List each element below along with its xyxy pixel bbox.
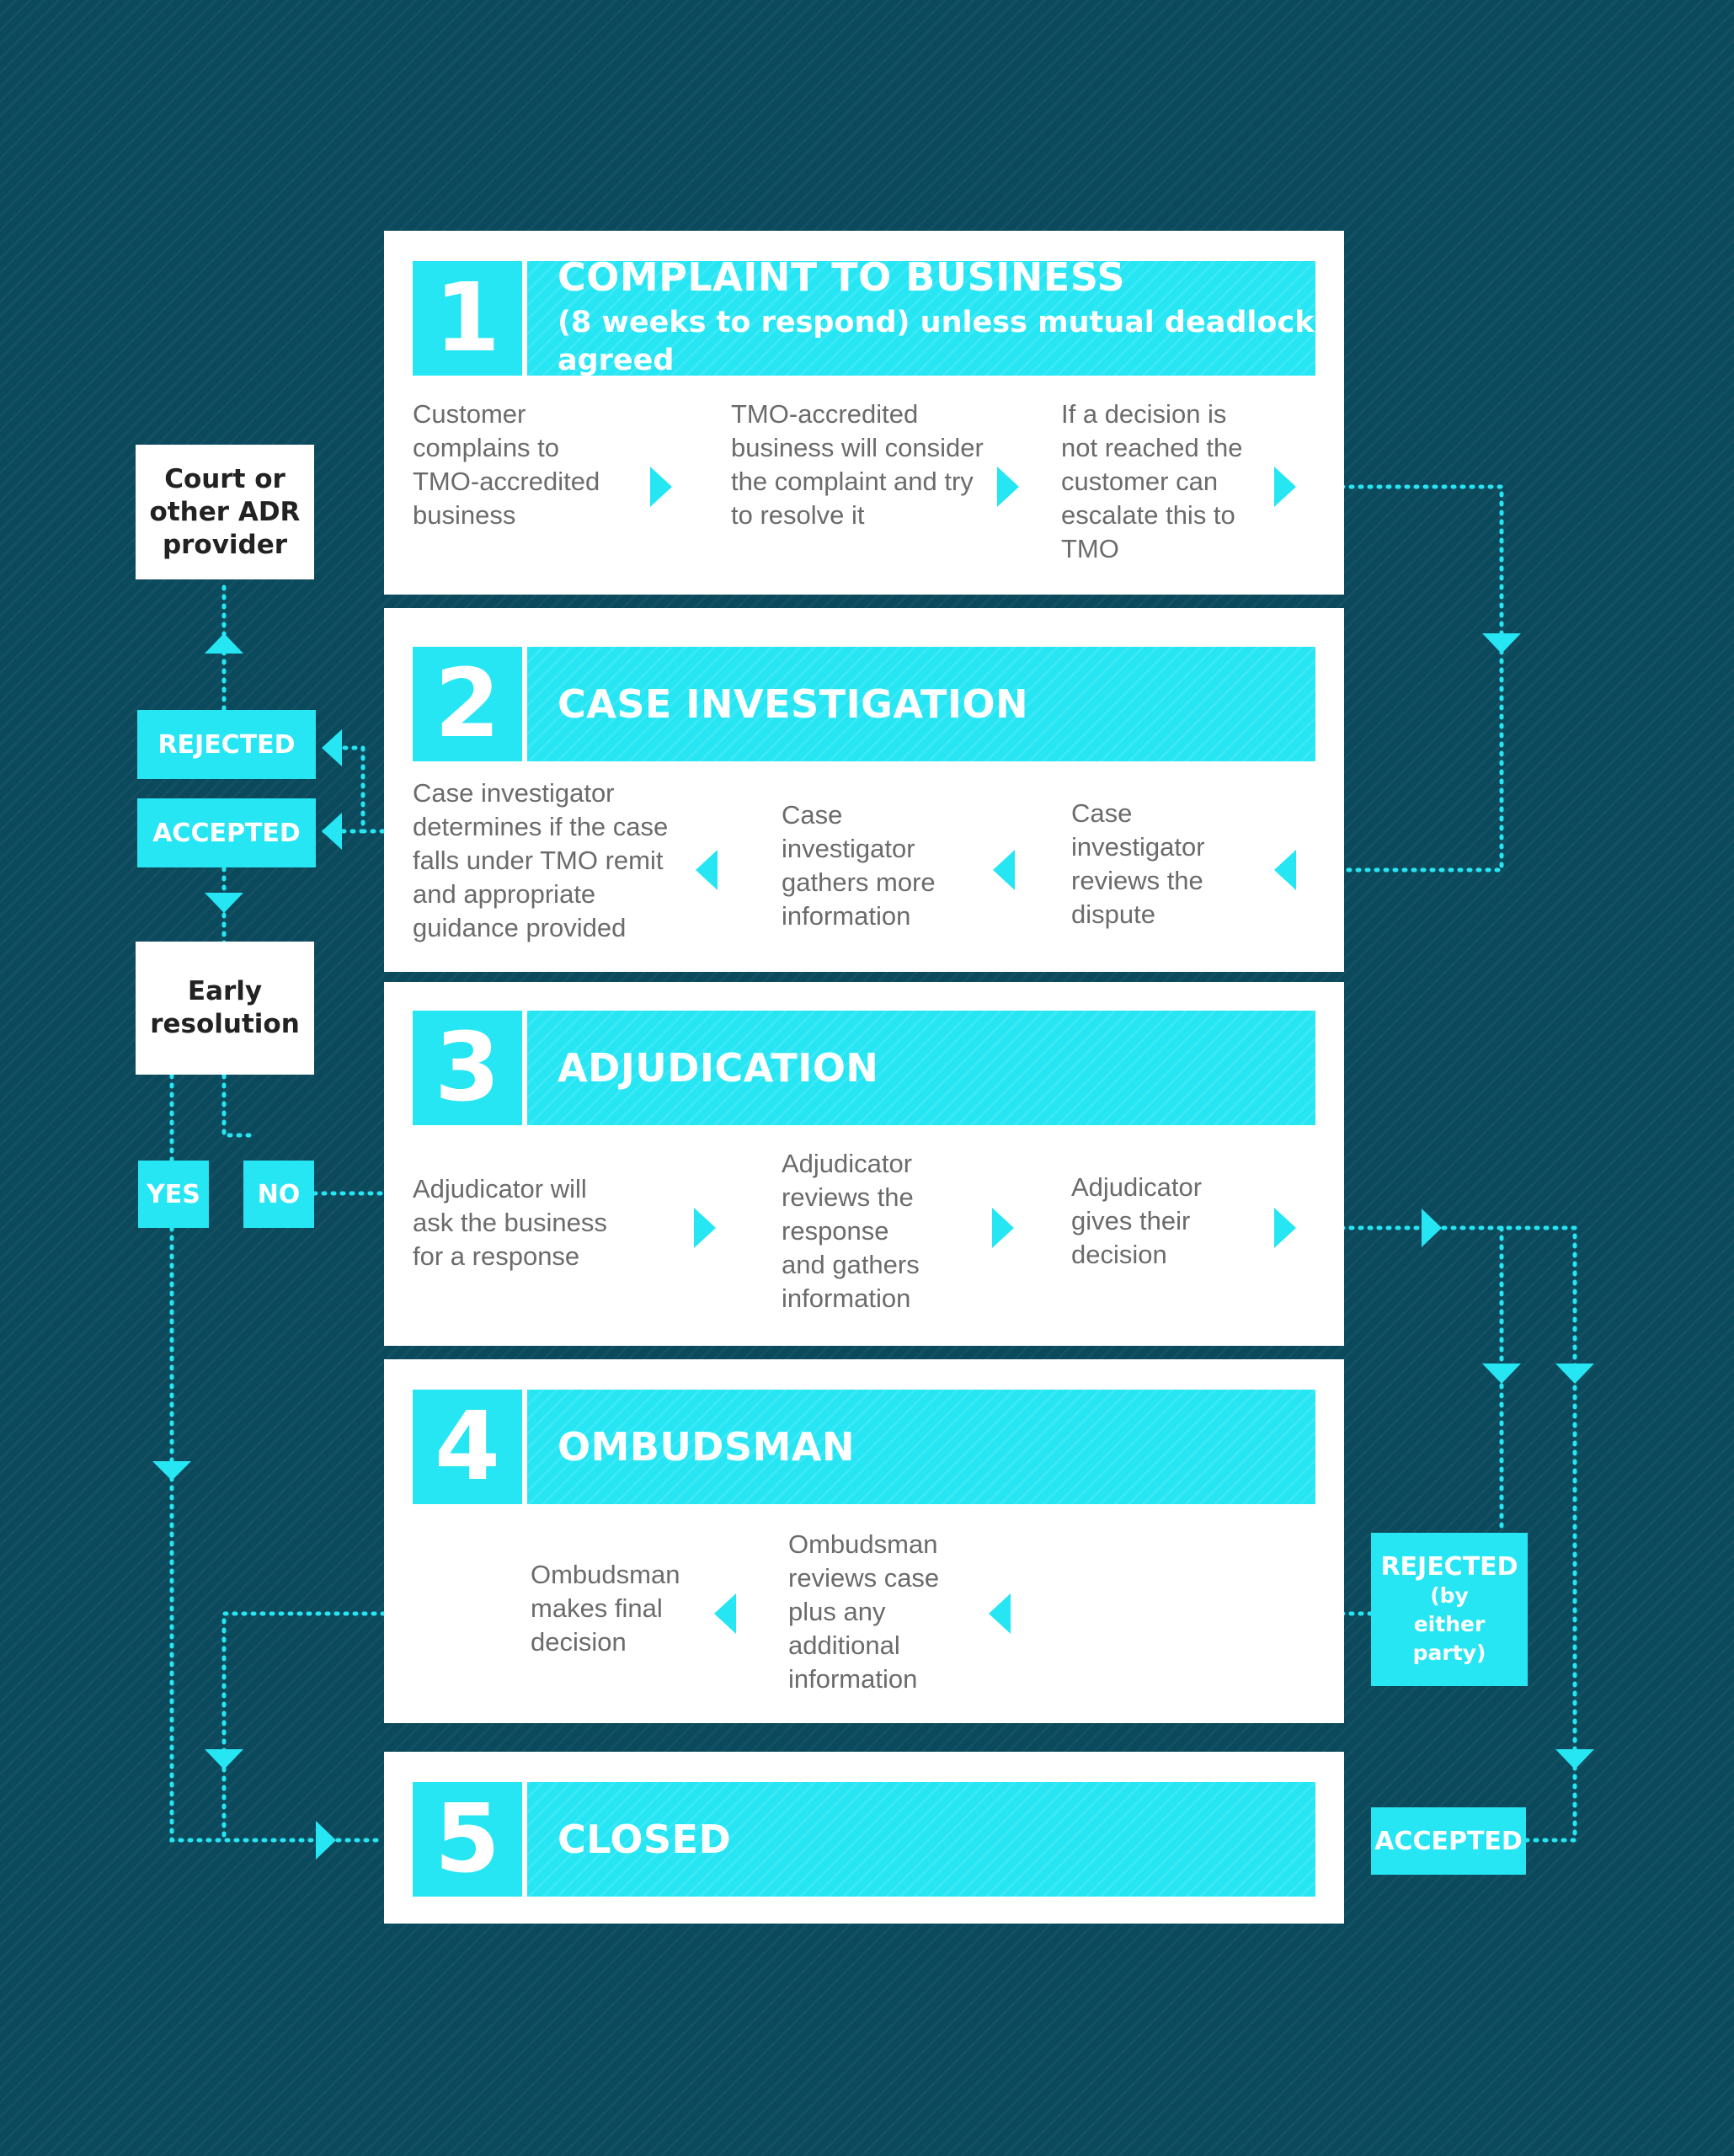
accepted-right-box: ACCEPTED — [1371, 1807, 1526, 1875]
arrow-right-icon — [997, 467, 1019, 507]
step-arrows — [694, 1208, 1296, 1248]
step-text: If a decision is not reached the custome… — [1061, 399, 1243, 563]
stage-header: CLOSED — [527, 1782, 1315, 1897]
step-text: Adjudicator reviews the response and gat… — [782, 1149, 920, 1313]
arrow-right-icon — [1274, 467, 1296, 507]
connector-yes-to-closed — [169, 1225, 386, 1843]
rejected-left-box: REJECTED — [137, 710, 316, 779]
rejected-right-sublabel: (by either party) — [1412, 1582, 1486, 1665]
arrowhead-right-icon — [316, 1821, 336, 1860]
stage-title: COMPLAINT TO BUSINESS — [558, 254, 1126, 301]
stage-panel-1: 1 COMPLAINT TO BUSINESS (8 weeks to resp… — [384, 231, 1344, 595]
step-text: Ombudsman reviews case plus any addition… — [788, 1529, 940, 1694]
stage-panel-4: 4 OMBUDSMAN Ombudsman reviews case plus … — [384, 1359, 1344, 1723]
stage-number: 4 — [413, 1390, 522, 1504]
step-arrows — [714, 1593, 1011, 1634]
step-text: Case investigator determines if the case… — [413, 778, 669, 942]
arrow-left-icon — [993, 850, 1015, 890]
arrowhead-down-icon — [152, 1461, 191, 1481]
stage-subtitle: (8 weeks to respond) unless mutual deadl… — [558, 305, 1315, 378]
stage-panel-5: 5 CLOSED — [384, 1752, 1344, 1924]
step-text: Adjudicator will ask the business for a … — [413, 1174, 607, 1271]
step-text: Case investigator gathers more informati… — [782, 800, 936, 931]
step-arrows — [696, 850, 1296, 890]
connector-early-to-no — [221, 1073, 252, 1138]
stage-panel-3: 3 ADJUDICATION Adjudicator will ask the … — [384, 982, 1344, 1346]
court-or-adr-box: Court or other ADR provider — [136, 445, 314, 579]
arrow-left-icon — [1274, 850, 1296, 890]
arrow-right-icon — [694, 1208, 716, 1248]
connector-decision-out — [1293, 1225, 1577, 1535]
connector-2-to-outcomes — [319, 745, 386, 834]
arrow-right-icon — [1274, 1208, 1296, 1248]
stage-number: 2 — [413, 647, 522, 761]
step-arrows — [650, 467, 1296, 507]
arrowhead-down-icon — [205, 893, 243, 913]
stage-title: CASE INVESTIGATION — [558, 680, 1029, 727]
step-text: Ombudsman makes final decision — [531, 1560, 680, 1657]
yes-box: YES — [138, 1161, 209, 1228]
stage-number: 5 — [413, 1782, 522, 1897]
arrowhead-left-icon — [322, 729, 342, 766]
stage-title: ADJUDICATION — [558, 1044, 879, 1091]
arrow-left-icon — [696, 850, 718, 890]
connector-4-to-closed — [221, 1611, 387, 1843]
arrowhead-down-icon — [1482, 633, 1521, 654]
arrow-right-icon — [650, 467, 672, 507]
step-text: Customer complains to TMO-accredited bus… — [413, 399, 600, 530]
stage-header: COMPLAINT TO BUSINESS (8 weeks to respon… — [527, 256, 1315, 377]
arrowhead-up-icon — [205, 633, 243, 654]
arrowhead-right-icon — [1422, 1209, 1442, 1247]
arrow-left-icon — [989, 1593, 1011, 1634]
step-text: TMO-accredited business will consider th… — [731, 399, 984, 530]
arrowhead-left-icon — [322, 813, 342, 850]
arrow-left-icon — [714, 1593, 736, 1634]
step-text: Adjudicator gives their decision — [1071, 1172, 1203, 1269]
stage-title: CLOSED — [558, 1816, 732, 1862]
stage-header: CASE INVESTIGATION — [527, 647, 1315, 761]
stage-number: 1 — [413, 261, 522, 376]
no-box: NO — [243, 1161, 314, 1228]
stage-panel-2: 2 CASE INVESTIGATION Case investigator r… — [384, 608, 1344, 972]
stage-header: ADJUDICATION — [527, 1011, 1315, 1125]
arrowhead-down-icon — [1555, 1364, 1594, 1384]
step-text: Case investigator reviews the dispute — [1071, 798, 1205, 929]
stage-header: OMBUDSMAN — [527, 1390, 1315, 1504]
early-resolution-box: Early resolution — [136, 942, 314, 1075]
stage-title: OMBUDSMAN — [558, 1423, 855, 1470]
stage-number: 3 — [413, 1011, 522, 1125]
connector-1-to-2 — [1293, 484, 1504, 873]
connector-accepted-right — [1523, 1370, 1577, 1843]
arrowhead-down-icon — [1482, 1364, 1521, 1384]
rejected-right-box: REJECTED (by either party) — [1371, 1533, 1528, 1686]
arrowhead-down-icon — [1555, 1749, 1594, 1769]
arrow-right-icon — [992, 1208, 1014, 1248]
arrowhead-down-icon — [205, 1749, 243, 1769]
accepted-left-box: ACCEPTED — [137, 798, 316, 867]
rejected-right-label: REJECTED — [1380, 1551, 1518, 1582]
